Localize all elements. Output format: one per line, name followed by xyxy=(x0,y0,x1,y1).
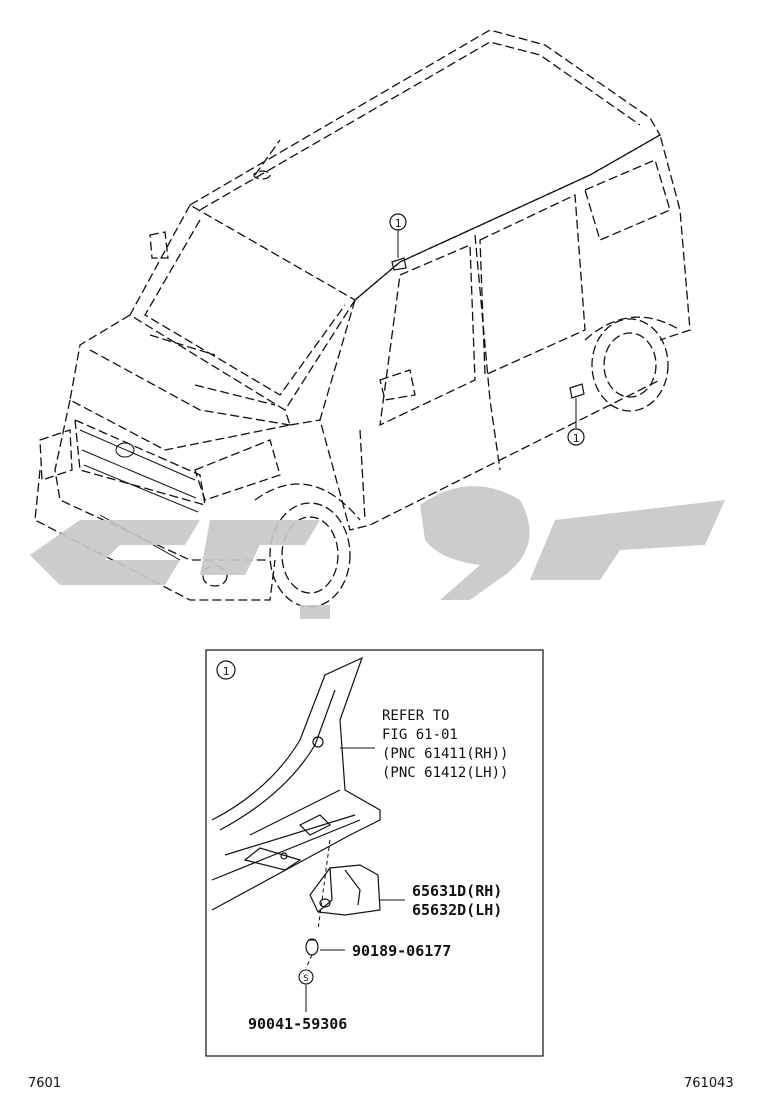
screw-part: S xyxy=(298,969,314,985)
callout-side: 1 xyxy=(567,383,585,446)
vehicle-illustration xyxy=(34,29,691,608)
footer-left-code: 7601 xyxy=(28,1076,62,1091)
refer-line-4: (PNC 61412(LH)) xyxy=(382,765,508,781)
refer-line-2: FIG 61-01 xyxy=(382,727,458,743)
pillar-drawing xyxy=(211,656,381,911)
svg-text:S: S xyxy=(303,974,308,984)
callout-top: 1 xyxy=(389,213,407,271)
bracket-part xyxy=(309,864,381,916)
part-label-screw: 90041-59306 xyxy=(248,1015,347,1033)
refer-line-1: REFER TO xyxy=(382,708,449,724)
svg-text:1: 1 xyxy=(223,665,230,678)
svg-text:1: 1 xyxy=(573,432,580,445)
part-label-clip: 90189-06177 xyxy=(352,942,451,960)
leader-lines xyxy=(305,747,405,1012)
part-label-lh: 65632D(LH) xyxy=(412,901,502,919)
part-label-rh: 65631D(RH) xyxy=(412,882,502,900)
refer-line-3: (PNC 61411(RH)) xyxy=(382,746,508,762)
svg-text:1: 1 xyxy=(395,217,402,230)
clip-part xyxy=(305,938,319,956)
footer-right-code: 761043 xyxy=(684,1076,734,1091)
detail-box: 1 S xyxy=(205,649,544,1057)
watermark-logo xyxy=(30,486,725,619)
